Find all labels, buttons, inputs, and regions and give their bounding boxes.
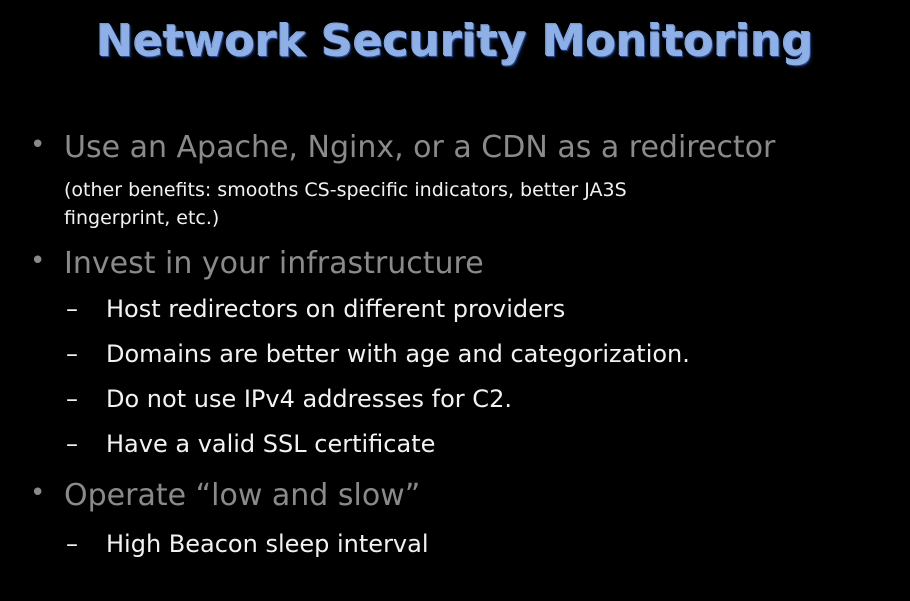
bullet-text: Use an Apache, Nginx, or a CDN as a redi… bbox=[64, 130, 776, 165]
sub-item: – Have a valid SSL certificate bbox=[66, 430, 436, 458]
bullet-text: Invest in your infrastructure bbox=[64, 246, 484, 281]
dash-marker: – bbox=[66, 385, 78, 413]
sub-item: – Domains are better with age and catego… bbox=[66, 340, 690, 368]
dash-marker: – bbox=[66, 430, 78, 458]
bullet-item-infrastructure: • Invest in your infrastructure bbox=[30, 246, 484, 281]
bullet-note-line: fingerprint, etc.) bbox=[64, 207, 220, 229]
bullet-marker: • bbox=[30, 246, 46, 276]
sub-item-text: Do not use IPv4 addresses for C2. bbox=[106, 385, 512, 413]
bullet-item-low-and-slow: • Operate “low and slow” bbox=[30, 478, 421, 513]
slide-title: Network Security Monitoring bbox=[96, 16, 814, 67]
sub-item-text: High Beacon sleep interval bbox=[106, 530, 429, 558]
sub-item: – Host redirectors on different provider… bbox=[66, 295, 566, 323]
dash-marker: – bbox=[66, 340, 78, 368]
sub-item-text: Have a valid SSL certificate bbox=[106, 430, 436, 458]
bullet-note-line: (other benefits: smooths CS-specific ind… bbox=[64, 179, 627, 201]
sub-item: – High Beacon sleep interval bbox=[66, 530, 429, 558]
sub-item-text: Domains are better with age and categori… bbox=[106, 340, 690, 368]
bullet-marker: • bbox=[30, 478, 46, 508]
bullet-text: Operate “low and slow” bbox=[64, 478, 421, 513]
dash-marker: – bbox=[66, 295, 78, 323]
bullet-item-redirector: • Use an Apache, Nginx, or a CDN as a re… bbox=[30, 130, 776, 165]
sub-item-text: Host redirectors on different providers bbox=[106, 295, 566, 323]
sub-item: – Do not use IPv4 addresses for C2. bbox=[66, 385, 512, 413]
dash-marker: – bbox=[66, 530, 78, 558]
bullet-marker: • bbox=[30, 130, 46, 160]
